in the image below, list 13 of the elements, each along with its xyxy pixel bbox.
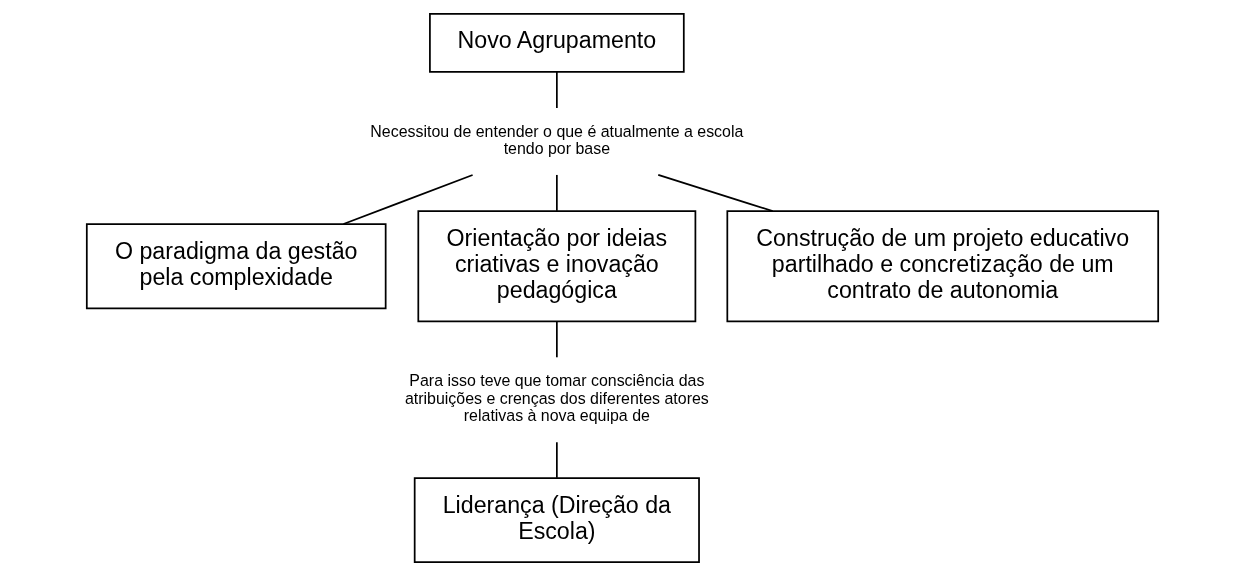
node-text: Para isso teve que tomar consciência das atribuições e crenças dos diferentes atores relativas à nova equipa de	[404, 372, 709, 425]
node-box: Orientação por ideias criativas e inovação pedagógica	[416, 210, 696, 323]
connector	[555, 174, 558, 212]
node-text: Necessitou de entender o que é atualmente a escola tendo por base	[369, 122, 743, 158]
node-box: O paradigma da gestão pela complexidade	[85, 223, 387, 310]
connector	[342, 174, 473, 225]
node-box: Liderança (Direção da Escola)	[413, 477, 700, 564]
connector	[555, 441, 558, 479]
connector	[656, 174, 773, 212]
node-box: Construção de um projeto educativo partilhado e concretização de um contrato de autonomia	[725, 210, 1159, 323]
connector	[555, 71, 558, 109]
node-box: Novo Agrupamento	[428, 12, 685, 73]
connector	[555, 320, 558, 359]
